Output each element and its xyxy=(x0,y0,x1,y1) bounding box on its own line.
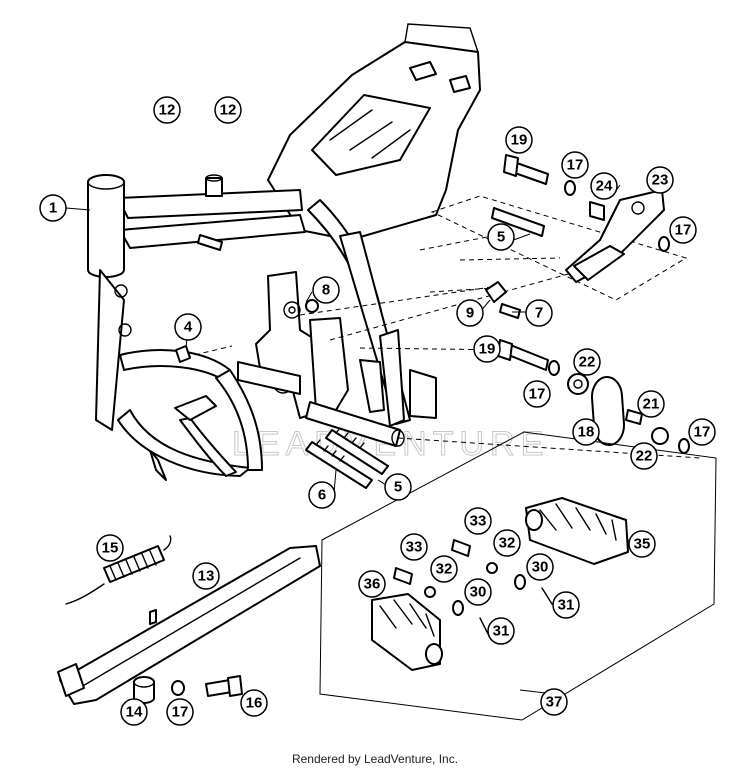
callout-37: 37 xyxy=(540,688,568,716)
callout-8: 8 xyxy=(312,276,340,304)
svg-text:17: 17 xyxy=(529,386,546,403)
svg-text:14: 14 xyxy=(126,704,143,721)
callout-36: 36 xyxy=(358,570,386,598)
svg-text:15: 15 xyxy=(102,540,119,557)
svg-text:17: 17 xyxy=(567,157,584,174)
svg-text:12: 12 xyxy=(220,102,237,119)
svg-text:24: 24 xyxy=(596,178,613,195)
svg-text:33: 33 xyxy=(470,513,487,530)
callout-12b: 12 xyxy=(214,96,242,124)
callout-17e: 17 xyxy=(166,698,194,726)
svg-text:12: 12 xyxy=(159,102,176,119)
svg-text:36: 36 xyxy=(364,576,381,593)
callout-24: 24 xyxy=(590,172,618,200)
callout-labels: 12 12 1 19 17 24 23 17 5 8 4 9 7 19 22 1… xyxy=(39,96,716,726)
sidestand-pivot-assembly xyxy=(497,339,690,454)
svg-text:30: 30 xyxy=(532,559,549,576)
callout-17c: 17 xyxy=(523,380,551,408)
callout-21: 21 xyxy=(637,390,665,418)
svg-text:32: 32 xyxy=(499,535,516,552)
callout-23: 23 xyxy=(646,166,674,194)
footpeg-assembly xyxy=(319,431,717,721)
svg-text:7: 7 xyxy=(535,305,543,322)
svg-text:30: 30 xyxy=(470,584,487,601)
svg-text:6: 6 xyxy=(318,487,326,504)
svg-text:9: 9 xyxy=(466,305,474,322)
callout-17d: 17 xyxy=(688,418,716,446)
svg-text:32: 32 xyxy=(436,561,453,578)
callout-6: 6 xyxy=(308,481,336,509)
svg-text:19: 19 xyxy=(511,132,528,149)
mount-bolts xyxy=(175,345,389,489)
svg-text:22: 22 xyxy=(636,448,653,465)
svg-text:4: 4 xyxy=(184,319,193,336)
callout-7: 7 xyxy=(525,299,553,327)
svg-text:13: 13 xyxy=(198,568,215,585)
callout-5b: 5 xyxy=(384,473,412,501)
svg-text:17: 17 xyxy=(675,222,692,239)
callout-9: 9 xyxy=(456,299,484,327)
svg-text:5: 5 xyxy=(497,229,505,246)
callout-19b: 19 xyxy=(473,335,501,363)
svg-text:35: 35 xyxy=(634,536,651,553)
callout-32b: 32 xyxy=(430,555,458,583)
svg-text:31: 31 xyxy=(493,623,510,640)
callout-17b: 17 xyxy=(669,216,697,244)
callout-1: 1 xyxy=(39,194,67,222)
callout-5a: 5 xyxy=(487,223,515,251)
svg-text:33: 33 xyxy=(406,539,423,556)
callout-4: 4 xyxy=(174,313,202,341)
callout-31b: 31 xyxy=(487,617,515,645)
callout-14: 14 xyxy=(120,698,148,726)
callout-22b: 22 xyxy=(630,442,658,470)
callout-16: 16 xyxy=(240,689,268,717)
svg-text:1: 1 xyxy=(49,200,57,217)
callout-31a: 31 xyxy=(552,591,580,619)
callout-18: 18 xyxy=(572,418,600,446)
svg-text:18: 18 xyxy=(578,424,595,441)
callout-17a: 17 xyxy=(561,151,589,179)
callout-30a: 30 xyxy=(526,553,554,581)
svg-text:23: 23 xyxy=(652,172,669,189)
callout-30b: 30 xyxy=(464,578,492,606)
side-stand xyxy=(57,535,321,705)
frame-part xyxy=(87,23,481,481)
svg-text:37: 37 xyxy=(546,694,563,711)
svg-text:17: 17 xyxy=(172,704,189,721)
svg-text:19: 19 xyxy=(479,341,496,358)
svg-text:16: 16 xyxy=(246,695,263,712)
svg-text:21: 21 xyxy=(643,396,660,413)
callout-15: 15 xyxy=(96,534,124,562)
svg-text:5: 5 xyxy=(394,479,402,496)
svg-text:8: 8 xyxy=(322,282,330,299)
callout-13: 13 xyxy=(192,562,220,590)
callout-33a: 33 xyxy=(464,507,492,535)
callout-32a: 32 xyxy=(493,529,521,557)
svg-text:17: 17 xyxy=(694,424,711,441)
callout-19a: 19 xyxy=(505,126,533,154)
svg-text:22: 22 xyxy=(579,354,596,371)
callout-12a: 12 xyxy=(153,96,181,124)
callout-33b: 33 xyxy=(400,533,428,561)
footer-credit: Rendered by LeadVenture, Inc. xyxy=(291,752,459,766)
callout-22a: 22 xyxy=(573,348,601,376)
callout-35: 35 xyxy=(628,530,656,558)
svg-text:31: 31 xyxy=(558,597,575,614)
